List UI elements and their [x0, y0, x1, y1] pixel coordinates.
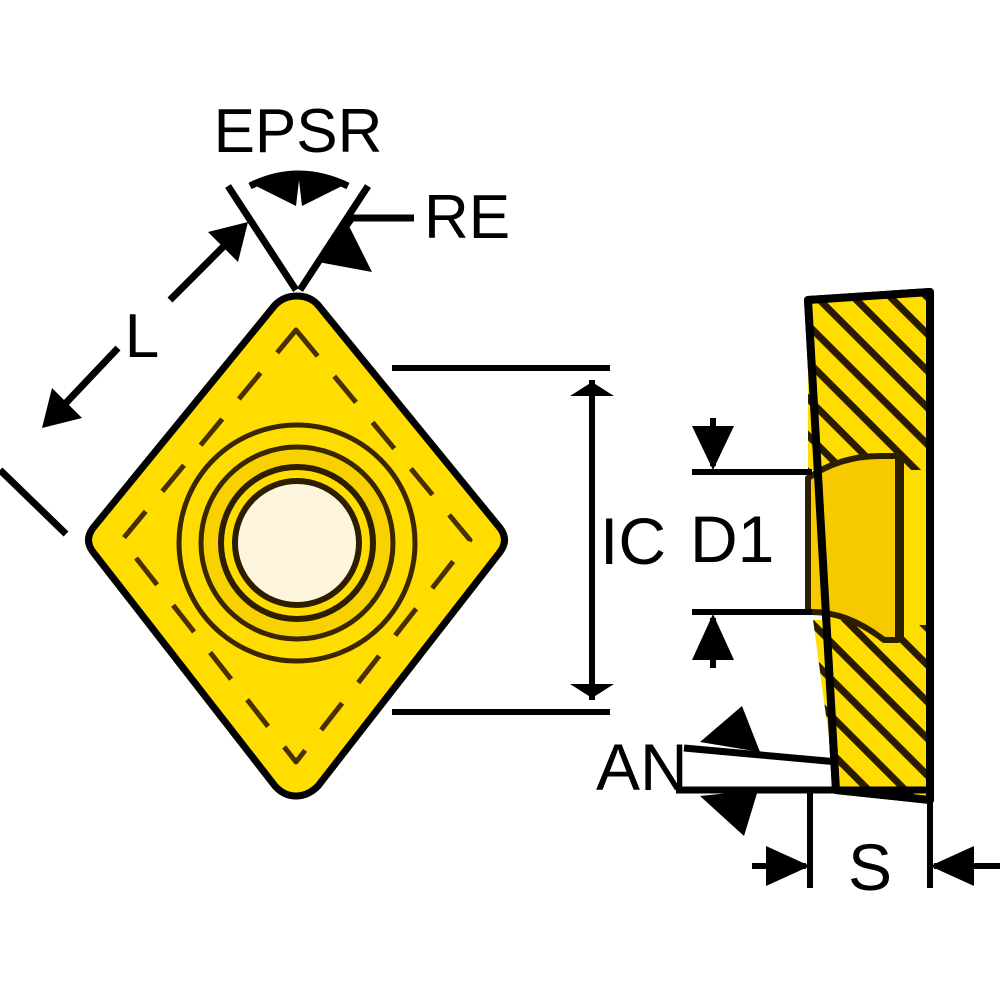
an-leg-slanted [683, 744, 839, 766]
epsr-dimension: EPSR [214, 97, 383, 292]
epsr-arrowhead-right [298, 172, 346, 206]
re-dimension: RE [318, 183, 510, 272]
l-arrowhead-lower [42, 388, 82, 428]
bottom-hatched-region [812, 620, 930, 800]
d1-label: D1 [690, 502, 774, 576]
l-extension-line [0, 467, 69, 537]
an-label: AN [596, 730, 688, 804]
ic-label: IC [600, 504, 666, 578]
epsr-label: EPSR [214, 97, 383, 166]
chipbreaker-dashed-contour [119, 327, 473, 765]
ic-arrowhead-bottom [570, 684, 614, 698]
s-dimension: S [752, 790, 1000, 904]
re-arrowhead [318, 224, 372, 272]
s-label: S [848, 830, 892, 904]
top-view-insert [85, 292, 508, 800]
d1-dimension: D1 [690, 418, 812, 668]
an-arrowhead-lower [700, 790, 758, 836]
bottom-hatch-fill [812, 620, 930, 800]
d1-arrowhead-bottom [692, 614, 734, 660]
ic-arrowhead-top [570, 382, 614, 396]
l-label: L [125, 302, 159, 371]
an-dimension: AN [596, 706, 930, 836]
ic-dimension: IC [392, 365, 666, 715]
epsr-arrowhead-left [252, 172, 300, 206]
side-view-section [804, 288, 934, 804]
bore-relief-ring-outer [176, 422, 418, 664]
clamping-bore [232, 478, 362, 608]
chipbreaker-groove-group [119, 327, 473, 765]
top-hatch-fill [808, 292, 930, 470]
d1-arrowhead-top [692, 426, 734, 470]
epsr-leg-left [225, 184, 299, 292]
l-arrowhead-upper [208, 222, 248, 262]
an-arrowhead-upper [700, 706, 760, 752]
s-arrowhead-left [766, 846, 810, 886]
top-hatched-region [808, 292, 930, 470]
s-arrowhead-right [930, 846, 974, 886]
re-label: RE [424, 183, 510, 252]
l-dimension: L [0, 222, 248, 537]
